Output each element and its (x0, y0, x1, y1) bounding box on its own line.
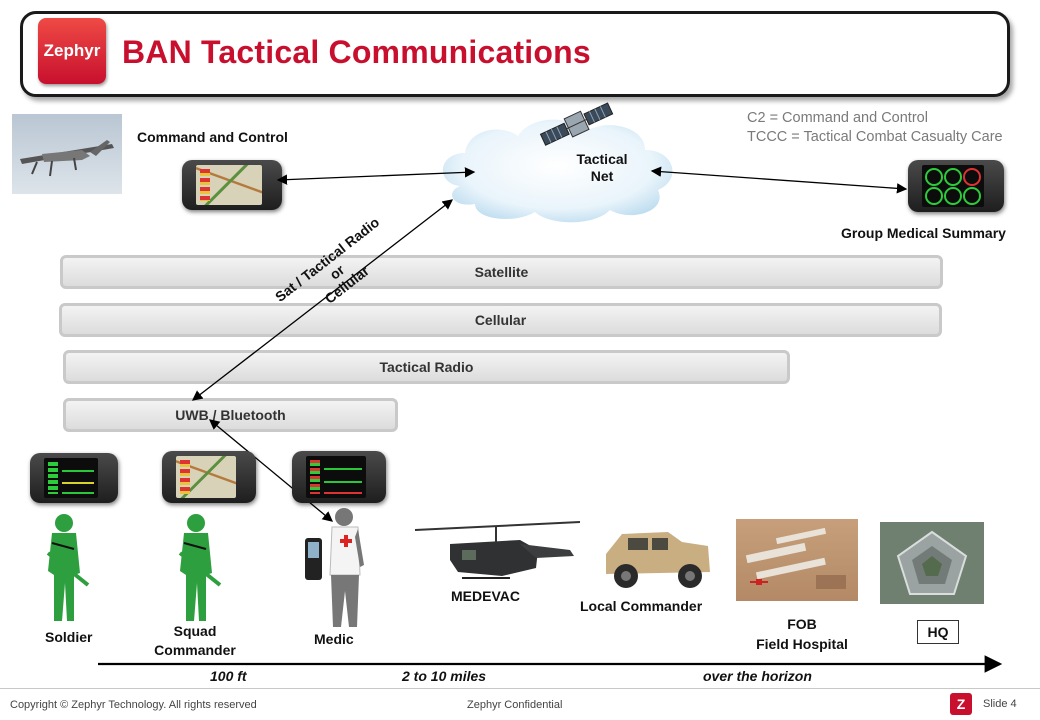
local-commander-label: Local Commander (580, 598, 703, 614)
fob-aerial-image (736, 519, 858, 601)
medical-gauges-icon (925, 168, 981, 205)
squad-commander-label: Squad Commander (140, 622, 250, 660)
uav-drone-image (12, 114, 122, 194)
sat-link-arrow (191, 199, 454, 401)
logo-text: Zephyr (43, 41, 101, 60)
soldier-phone (30, 453, 118, 503)
tactical-net-line2: Net (590, 168, 614, 184)
range-label-satellite: Satellite (474, 264, 529, 280)
slide-number: Slide 4 (983, 698, 1017, 710)
satellite-icon (539, 102, 614, 146)
group-medical-label: Group Medical Summary (841, 225, 1006, 241)
squad-phone (162, 451, 256, 503)
zephyr-z-mark: Z (956, 696, 966, 712)
fob-line2: Field Hospital (756, 636, 848, 652)
c2-link-arrow (276, 167, 476, 185)
group-medical-phone (908, 160, 1004, 212)
humvee-image (598, 520, 716, 594)
medic-label: Medic (314, 631, 354, 647)
medevac-label: MEDEVAC (451, 588, 520, 604)
fob-label: FOB Field Hospital (737, 614, 867, 654)
bluetooth-link-arrow (208, 419, 334, 522)
legend-tccc: TCCC = Tactical Combat Casualty Care (747, 129, 1003, 145)
medic-figure (305, 508, 364, 627)
distance-near: 100 ft (210, 668, 247, 684)
distance-far: over the horizon (703, 668, 812, 684)
fob-line1: FOB (787, 616, 817, 632)
command-control-label: Command and Control (137, 129, 288, 145)
zephyr-z-icon: Z (950, 693, 972, 715)
range-label-uwb: UWB / Bluetooth (175, 407, 286, 423)
tactical-net-label: Tactical Net (552, 151, 652, 185)
soldier-figure (46, 514, 90, 621)
soldier-label: Soldier (45, 629, 93, 645)
squad-line1: Squad (173, 623, 217, 639)
medic-phone (292, 451, 386, 503)
hq-pentagon-image (880, 522, 984, 604)
range-label-cellular: Cellular (474, 312, 527, 328)
page-title: BAN Tactical Communications (122, 34, 591, 70)
legend-c2: C2 = Command and Control (747, 110, 928, 126)
medevac-helicopter-image (410, 516, 588, 594)
distance-mid: 2 to 10 miles (402, 668, 487, 684)
footer-divider (0, 688, 1040, 689)
squad-commander-figure (178, 514, 222, 621)
acronym-legend: C2 = Command and Control TCCC = Tactical… (747, 109, 1003, 147)
tactical-net-line1: Tactical (576, 151, 628, 167)
hq-label: HQ (917, 620, 959, 644)
medical-link-arrow (650, 166, 908, 194)
title-banner (20, 11, 1010, 97)
copyright-text: Copyright © Zephyr Technology. All right… (10, 699, 257, 711)
zephyr-logo: Zephyr (38, 18, 106, 84)
squad-line2: Commander (154, 642, 236, 658)
confidential-text: Zephyr Confidential (467, 699, 563, 711)
tactical-net-cloud (442, 119, 673, 223)
